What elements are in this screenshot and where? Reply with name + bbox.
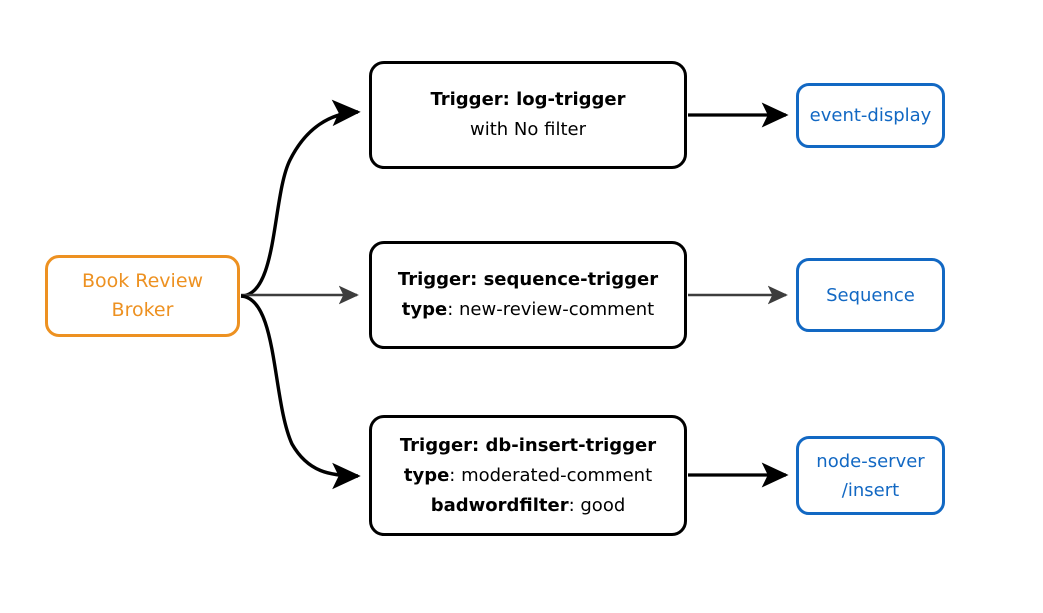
db-insert-trigger-line2-value: : moderated-comment bbox=[449, 464, 653, 486]
node-sequence[interactable]: Sequence bbox=[796, 258, 945, 332]
sequence-trigger-line1: Trigger: sequence-trigger bbox=[397, 269, 659, 290]
log-trigger-line2: with No filter bbox=[470, 115, 586, 145]
sequence-trigger-line2-value: : new-review-comment bbox=[447, 299, 655, 320]
edge-broker-to-db-insert-trigger bbox=[240, 294, 361, 490]
node-book-review-broker[interactable]: Book Review Broker bbox=[45, 255, 240, 337]
node-server-label-line2: /insert bbox=[841, 479, 900, 501]
node-server-label-line1: node-server bbox=[816, 450, 925, 472]
node-db-insert-trigger[interactable]: Trigger: db-insert-trigger type: moderat… bbox=[369, 415, 687, 536]
db-insert-trigger-line2: type: moderated-comment bbox=[404, 461, 652, 491]
node-event-display[interactable]: event-display bbox=[796, 83, 945, 148]
sequence-trigger-line2: type: new-review-comment bbox=[402, 295, 654, 325]
broker-label-line1: Book Review bbox=[81, 270, 204, 292]
broker-label-line2: Broker bbox=[111, 299, 174, 321]
event-display-label: event-display bbox=[809, 105, 932, 126]
db-insert-trigger-line3-value: : good bbox=[568, 494, 626, 516]
node-sequence-trigger[interactable]: Trigger: sequence-trigger type: new-revi… bbox=[369, 241, 687, 349]
sequence-label: Sequence bbox=[826, 284, 915, 306]
node-log-trigger[interactable]: Trigger: log-trigger with No filter bbox=[369, 61, 687, 169]
db-insert-trigger-line1: Trigger: db-insert-trigger bbox=[399, 434, 657, 456]
log-trigger-line1: Trigger: log-trigger bbox=[430, 89, 626, 110]
node-node-server-insert[interactable]: node-server /insert bbox=[796, 436, 945, 515]
db-insert-trigger-line2-key: type bbox=[403, 464, 450, 486]
db-insert-trigger-line3-key: badwordfilter bbox=[430, 494, 569, 516]
log-trigger-line2-value: with No filter bbox=[470, 119, 586, 140]
db-insert-trigger-line3: badwordfilter: good bbox=[431, 491, 626, 521]
edge-broker-to-log-trigger bbox=[240, 99, 361, 298]
sequence-trigger-line2-key: type bbox=[401, 299, 448, 320]
